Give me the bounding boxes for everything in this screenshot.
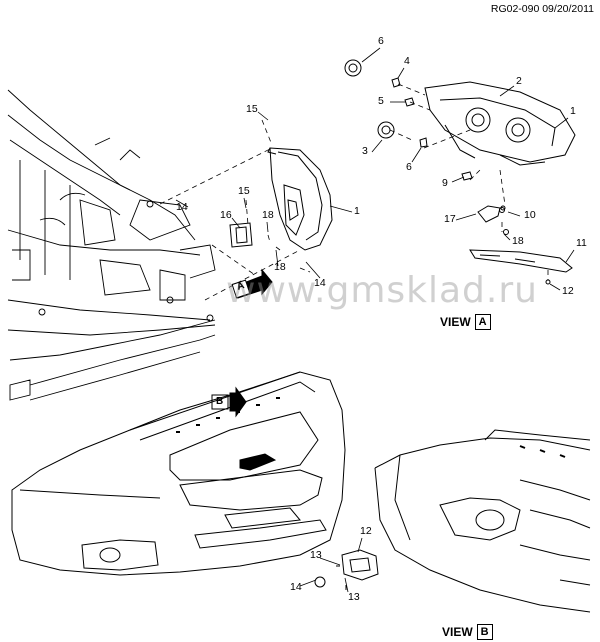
callout-7: 9 <box>442 177 448 189</box>
callout-3-bottom: 3 <box>362 145 368 157</box>
bumper-view-b-drawing <box>314 429 591 613</box>
callout-13: 14 <box>290 581 302 593</box>
callout-4: 4 <box>404 55 410 67</box>
callout-8: 10 <box>524 209 536 221</box>
callout-16: 16 <box>220 209 232 221</box>
callout-14-top: 14 <box>176 201 188 213</box>
callout-12-top: 13 <box>310 549 322 561</box>
callout-15-top: 15 <box>246 103 258 115</box>
view-b-label: VIEW B <box>442 624 493 640</box>
headlamp-main-drawing <box>229 147 333 251</box>
callout-14-bottom: 14 <box>314 277 326 289</box>
callout-17: 17 <box>444 213 456 225</box>
headlamp-view-a-drawing <box>344 59 576 285</box>
callout-1-view-a: 1 <box>570 105 576 117</box>
diagram-code: RG02-090 09/20/2011 <box>490 3 594 15</box>
callout-5: 5 <box>378 95 384 107</box>
view-b-text: VIEW <box>442 625 473 639</box>
callout-12-bottom: 13 <box>348 591 360 603</box>
callout-18-view-a: 18 <box>512 235 524 247</box>
callout-6: 6 <box>406 161 412 173</box>
callout-18-low: 18 <box>274 261 286 273</box>
view-a-label: VIEW A <box>440 314 491 330</box>
callout-2: 2 <box>516 75 522 87</box>
callout-11: 12 <box>360 525 372 537</box>
front-bumper-drawing <box>11 371 346 576</box>
callout-1-main: 1 <box>354 205 360 217</box>
callout-9: 11 <box>576 237 587 249</box>
callout-leaders <box>175 47 575 593</box>
arrow-b-label: B <box>216 396 224 407</box>
callout-18-mid: 18 <box>262 209 274 221</box>
arrow-a-shape <box>231 268 273 299</box>
callout-10: 12 <box>562 285 574 297</box>
callouts: 6 4 2 5 1 15 3 6 9 15 14 1 10 16 18 17 1… <box>176 35 587 603</box>
callout-3-top: 6 <box>378 35 384 47</box>
front-structure-drawing <box>7 89 216 401</box>
view-a-letter: A <box>474 314 491 330</box>
callout-15-mid: 15 <box>238 185 250 197</box>
view-a-text: VIEW <box>440 315 471 329</box>
view-b-letter: B <box>476 624 493 640</box>
